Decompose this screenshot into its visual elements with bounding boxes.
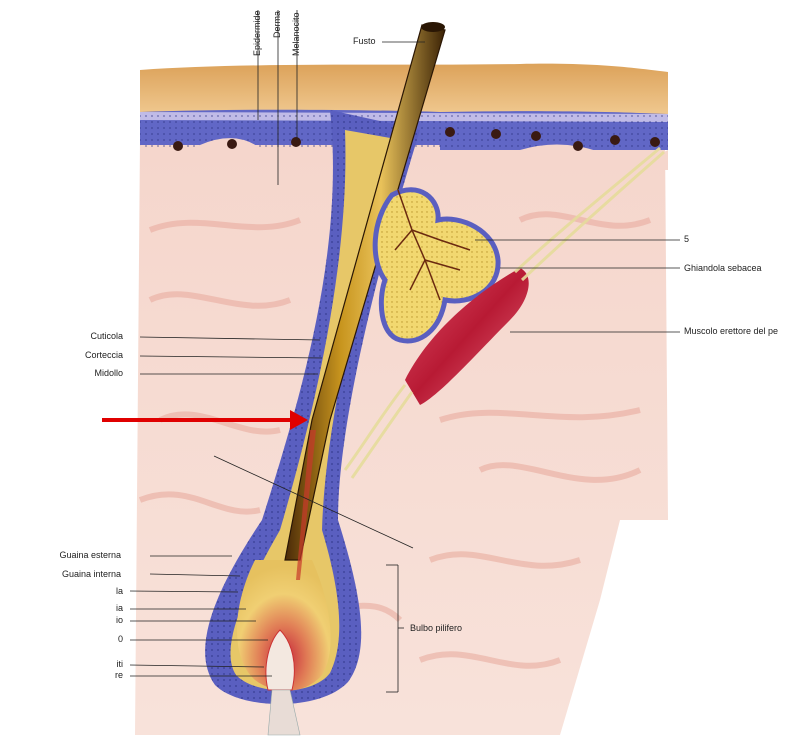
label-muscolo-erettore: Muscolo erettore del pe [684,326,779,336]
sebaceous-gland [372,187,501,344]
label-derma: Derma [272,10,282,38]
label-melanocito: Melanocito [291,12,301,56]
label-guaina-esterna: Guaina esterna [59,550,121,560]
label-cut-3: io [115,615,123,625]
hair-bulb [236,560,331,691]
melanocytes [173,127,660,151]
label-fusto: Fusto [353,36,376,46]
label-cuticola: Cuticola [90,331,123,341]
label-guaina-interna: Guaina interna [61,569,121,579]
label-cut-2: ia [115,603,123,613]
connective-tissue [138,211,652,669]
label-cut-4: 0 [117,634,123,644]
label-cut-1: la [115,586,123,596]
blank-panel [0,578,135,739]
label-bulbo-pilifero: Bulbo pilifero [410,623,463,633]
label-corteccia: Corteccia [84,350,123,360]
label-ghiandola-sebacea: Ghiandola sebacea [684,263,762,273]
red-arrow-pointer [102,410,308,430]
label-epidermide: Epidermide [252,10,262,56]
label-cut-5: iti [116,659,124,669]
label-midollo: Midollo [94,368,123,378]
dermal-papilla [265,629,295,691]
leader-lines [129,10,680,693]
label-cut-6: re [114,670,123,680]
label-five: 5 [684,234,690,244]
gland-duct [394,189,471,301]
arrector-pili-muscle [405,268,529,405]
muscle-tendon [343,146,665,479]
